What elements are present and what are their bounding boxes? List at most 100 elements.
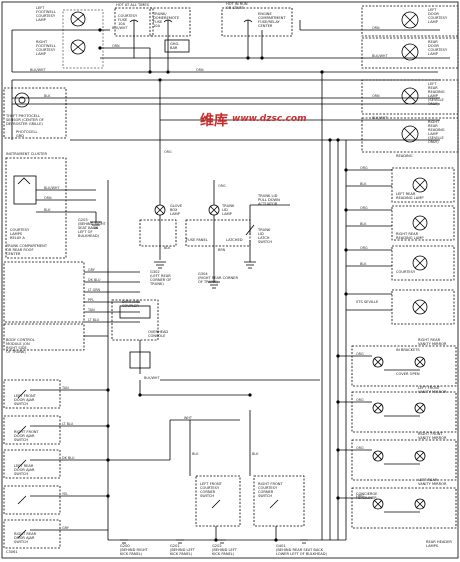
theft-photocell-label: THEFT PHOTOCELL SENSOR (CENTER OF DEFROS… (6, 114, 44, 126)
wire-label: BLK (192, 452, 199, 456)
reading-label: READING (396, 154, 413, 158)
g200-label: G200 (BEHIND RIGHT KICK PANEL) (120, 544, 148, 556)
wire-label: WHT (184, 416, 192, 420)
wire-label: BLK (164, 246, 171, 250)
g201-label: G201 (BEHIND LEFT KICK PANEL) (170, 544, 195, 556)
wire-label: BLK/WHT (44, 186, 60, 190)
right-front-courtesy-switch-label: RIGHT FRONT COURTESY CORNER SWITCH (258, 482, 283, 498)
left-front-door-ajar-label: LEFT FRONT DOOR AJAR SWITCH (14, 394, 36, 406)
hot-run-start-label: HOT IN RUN OR START (226, 2, 248, 10)
watermark-logo: 维库 (200, 113, 228, 129)
wire-label: BLK/WHT (144, 376, 160, 380)
in-brackets-label: IN BRACKETS (396, 348, 420, 352)
antenna-grd-label: GHG- BAR (170, 42, 180, 50)
wire-label: GRY (62, 526, 69, 530)
watermark-url: www.dzsc.com (232, 114, 307, 124)
overhead-console-label: OVERHEAD CONSOLE (148, 330, 169, 338)
wire-label: PPL (88, 298, 94, 302)
right-footwell-lamp-label: RIGHT FOOTWELL COURTESY LAMP (36, 40, 56, 56)
left-door-courtesy-lamp (401, 11, 419, 29)
wire-label: TAN (62, 386, 69, 390)
wire-label: LT BLU (88, 318, 100, 322)
right-rear-reading-lamp-label: RIGHT REAR READING LAMP (SEVILLE ONLY) (428, 120, 445, 144)
left-rear-vanity-label: LEFT REAR VANITY MIRROR (418, 478, 447, 486)
rear-courtesy-lamp-label: REAR DOOR COURTESY LAMP (428, 40, 448, 56)
wire-label: LT GRN (88, 288, 101, 292)
wire-label: ORG (360, 206, 368, 210)
wire-label: BLK/WHT (30, 68, 46, 72)
wire-label: BRN (218, 248, 226, 252)
left-footwell-lamp-label: LEFT FOOTWELL COURTESY LAMP (36, 6, 56, 22)
trunk-fuse-label: TRUNK/ DOMEREMOTE FUSE 10A (153, 12, 180, 28)
seville-only-label: STS SEVILLE (356, 300, 379, 304)
g202-label: G202 (BEHIND LEFT KICK PANEL) (212, 544, 237, 556)
left-footwell-lamp (70, 11, 86, 27)
diagram-code-label: C3061 (6, 550, 18, 554)
wire-label: ORG (356, 352, 364, 356)
wire-label: ORG (356, 494, 364, 498)
hot-at-all-times-label: HOT AT ALL TIMES (116, 3, 149, 7)
wire-label: TAN (88, 308, 95, 312)
wire-label: ORG (356, 398, 364, 402)
wire-label: ORN (372, 26, 380, 30)
wire-label: ORG (356, 446, 364, 450)
wire-label: BLK (360, 182, 367, 186)
reading-lamp-left-label: LEFT REAR READING LAMP (396, 192, 424, 200)
photocell-grd-label: PHOTOCELL GRD (16, 130, 38, 138)
rear-header-lamps-label: REAR HEADER LAMPS (426, 540, 452, 548)
trunk-lid-ajar-label: TRUNK LID PULL DOWN ACTUATOR (258, 194, 280, 206)
data-line-label: DATA LINE COUPLER (122, 300, 141, 308)
wire-label: LT BLU (62, 422, 74, 426)
g401-label: G401 (BEHIND REAR SEAT BACK LOWER LEFT O… (276, 544, 327, 556)
right-rear-door-ajar-label: RIGHT REAR DOOR AJAR SWITCH (14, 532, 37, 544)
wire-label: GRY (88, 268, 95, 272)
wire-label: DK BLU (88, 278, 101, 282)
wire-label: ORN (44, 196, 52, 200)
courtesy-label: COURTESY (396, 270, 416, 274)
courtesy-fuse-label: COURTESY FUSE 10A (118, 14, 138, 26)
wire-label: ORG (218, 184, 226, 188)
latch-switch-label: TRUNK LID LATCH SWITCH (258, 228, 273, 244)
fuse-panel-label: FUSE PANEL (186, 238, 208, 242)
wire-label: BLK (44, 208, 51, 212)
left-front-vanity-label: LEFT FRONT VANITY MIRROR (418, 386, 447, 394)
wire-label: BLK (252, 452, 259, 456)
reading-lamp-right-label: RIGHT REAR READING LAMP (396, 232, 424, 240)
body-control-module-label: BODY CONTROL MODULE (ON RIGHT SIDE OF TR… (6, 338, 35, 354)
left-rear-door-ajar-label: LEFT REAR DOOR AJAR SWITCH (14, 464, 35, 476)
instrument-cluster-label: INSTRUMENT CLUSTER (6, 152, 47, 156)
wire-layer (3, 5, 459, 549)
wire-label: BLK (360, 222, 367, 226)
wire-label: DK BLU (62, 456, 75, 460)
glove-box-lamp-label: GLOVE BOX LAMP (170, 204, 183, 216)
concierge-label: CONCIERGE HEADLINER (356, 492, 378, 500)
latched-label: LATCHED (226, 238, 243, 242)
wire-label: ORG (164, 150, 172, 154)
right-front-vanity-label: RIGHT FRONT VANITY MIRROR (418, 432, 447, 440)
right-rear-corner-label: G304 (RIGHT REAR CORNER OF TRUNK) (198, 272, 238, 284)
trunk-compartment-label: TRUNK COMPARTMENT OR REAR ROOF CENTER (6, 244, 48, 256)
wire-label: ORG (360, 246, 368, 250)
trunk-lid-lamp-label: TRUNK LID LAMP (222, 204, 235, 216)
wire-label: ORN (372, 94, 380, 98)
door-courtesy-lamp-label: LEFT DOOR COURTESY LAMP (428, 8, 448, 24)
engine-fuse-label: ENGINE COMPARTMENT FUSE/RELAY CENTER (258, 12, 286, 28)
wire-label: ORN (112, 44, 120, 48)
wire-label: BLK/WHT (112, 26, 128, 30)
wire-label: BLK (44, 94, 51, 98)
courtesy-relay-label: COURTESY LAMPS RELAY A (10, 228, 30, 240)
right-rear-vanity-label: RIGHT REAR VANITY MIRROR (418, 338, 447, 346)
splice-dots (98, 28, 348, 542)
wire-label: ORN (196, 68, 204, 72)
g302-label: G302 (LEFT REAR CORNER OF TRUNK) (150, 270, 172, 286)
right-front-door-ajar-label: RIGHT FRONT DOOR AJAR SWITCH (14, 430, 39, 442)
wire-label: YEL (62, 492, 69, 496)
wire-label: ORG (360, 166, 368, 170)
cover-open-label: COVER OPEN (396, 372, 420, 376)
wire-label: BLK (360, 262, 367, 266)
g203-label: G203 (BEHIND RIGHT SEAT BACK LEFT OF BUL… (78, 218, 106, 238)
wire-label: BLK/WHT (372, 54, 388, 58)
left-rear-reading-lamp-label: LEFT REAR READING LAMP (SEVILLE ONLY) (428, 82, 445, 106)
